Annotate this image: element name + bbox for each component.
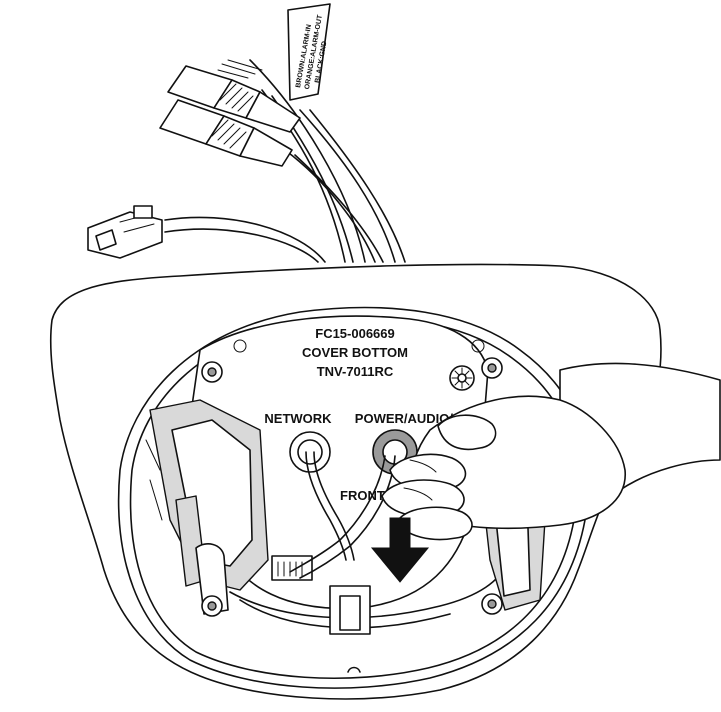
front-mark: FRONT bbox=[340, 488, 385, 503]
part-name-label: COVER BOTTOM bbox=[302, 345, 408, 360]
screw-top-left bbox=[201, 361, 223, 383]
screw-bottom-left bbox=[201, 595, 223, 617]
internal-connector bbox=[271, 555, 371, 635]
stripped-wires bbox=[217, 59, 263, 79]
wire-tag: BROWN:ALARM-IN ORANGE:ALARM-OUT BLACK:GN… bbox=[287, 3, 331, 101]
network-port-label: NETWORK bbox=[264, 411, 332, 426]
screw-bottom-right bbox=[481, 593, 503, 615]
model-label: TNV-7011RC bbox=[317, 364, 394, 379]
connector-1 bbox=[167, 65, 301, 133]
rj45-plug bbox=[87, 205, 163, 259]
part-number-label: FC15-006669 bbox=[315, 326, 395, 341]
hand bbox=[289, 362, 721, 579]
connector-2 bbox=[159, 99, 293, 167]
screw-top-right bbox=[481, 357, 503, 379]
pull-down-arrow bbox=[370, 517, 430, 583]
cover-label-block: FC15-006669 COVER BOTTOM TNV-7011RC bbox=[302, 326, 408, 379]
network-grommet bbox=[289, 431, 355, 561]
date-code-wheel bbox=[449, 365, 475, 391]
